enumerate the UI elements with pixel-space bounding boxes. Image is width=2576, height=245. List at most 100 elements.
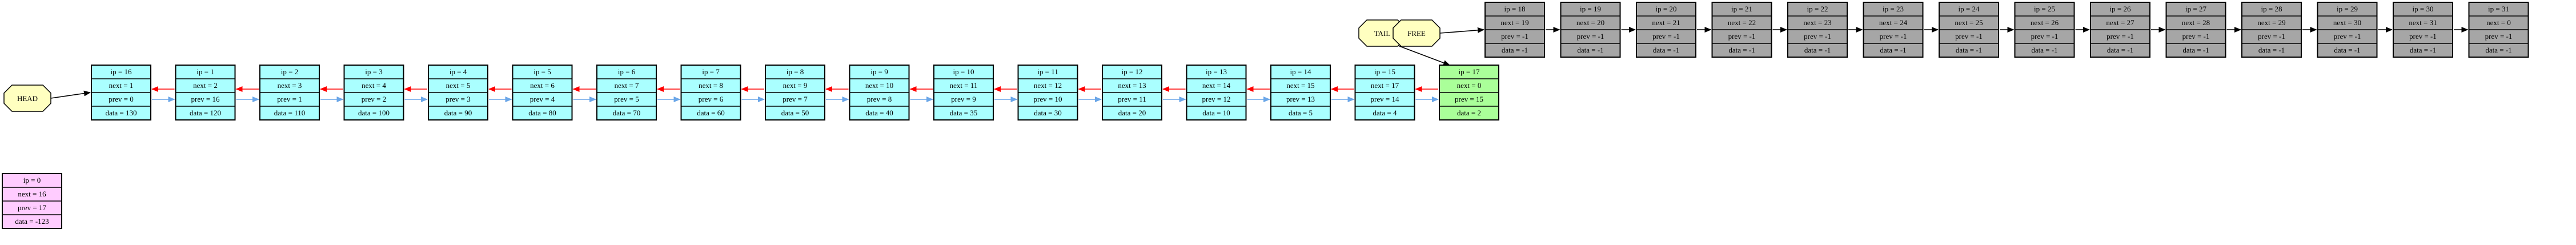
list-node-ip-field: ip = 2 — [281, 67, 298, 76]
free-node-ip-field: ip = 21 — [1731, 5, 1752, 13]
free-node-data-field: data = -1 — [1804, 46, 1831, 54]
list-node-prev-field: prev = 12 — [1202, 95, 1231, 103]
free-node-next-field: next = 19 — [1500, 18, 1528, 27]
list-node-next-field: next = 4 — [362, 81, 386, 90]
list-node-data-field: data = 110 — [274, 109, 306, 117]
list-node-prev-field: prev = 6 — [699, 95, 724, 103]
free-node-next-field: next = 0 — [2486, 18, 2511, 27]
edges-layer — [50, 27, 2469, 102]
free-node-data-field: data = -1 — [2334, 46, 2360, 54]
head-label: HEAD — [3, 85, 51, 112]
list-node-ip-field: ip = 12 — [1122, 67, 1143, 76]
free-node-ip-field: ip = 19 — [1580, 5, 1601, 13]
free-node-prev-field: prev = -1 — [2409, 32, 2437, 41]
free-node-next-field: next = 26 — [2031, 18, 2059, 27]
free-node-ip-field: ip = 26 — [2110, 5, 2131, 13]
free-node-ip-field: ip = 31 — [2488, 5, 2509, 13]
free-node-data-field: data = -1 — [1577, 46, 1603, 54]
free-node-prev-field: prev = -1 — [2031, 32, 2059, 41]
list-node-data-field: data = 100 — [358, 109, 390, 117]
list-node-next-field: next = 1 — [109, 81, 134, 90]
list-node-prev-field: prev = 0 — [109, 95, 133, 103]
tail-pointer-edge — [1393, 43, 1450, 66]
list-node-next-field: next = 14 — [1202, 81, 1231, 90]
list-node-prev-field: prev = 16 — [191, 95, 220, 103]
list-node-next-field: next = 2 — [193, 81, 218, 90]
free-node-data-field: data = -1 — [1502, 46, 1528, 54]
free-node-prev-field: prev = -1 — [1955, 32, 1983, 41]
free-node-next-field: next = 29 — [2257, 18, 2285, 27]
list-node-data-field: data = 120 — [190, 109, 221, 117]
free-node-prev-field: prev = -1 — [2334, 32, 2361, 41]
free-node: ip = 18 next = 19 prev = -1 data = -1 — [1484, 2, 1545, 58]
free-node-next-field: next = 20 — [1576, 18, 1604, 27]
list-node-prev-field: prev = 2 — [362, 95, 386, 103]
list-node-prev-field: prev = 13 — [1286, 95, 1315, 103]
free-node-data-field: data = -1 — [2258, 46, 2285, 54]
free-node-prev-field: prev = -1 — [1728, 32, 1756, 41]
free-node-ip-field: ip = 28 — [2261, 5, 2282, 13]
list-node-next-field: next = 12 — [1034, 81, 1062, 90]
list-node-ip-field: ip = 16 — [111, 67, 132, 76]
free-node-ip-field: ip = 18 — [1504, 5, 1526, 13]
free-node-data-field: data = -1 — [2031, 46, 2057, 54]
free-node-prev-field: prev = -1 — [1501, 32, 1528, 41]
list-node-ip-field: ip = 4 — [450, 67, 467, 76]
free-node-data-field: data = -1 — [2107, 46, 2133, 54]
list-node-data-field: data = 5 — [1289, 109, 1313, 117]
list-node-ip-field: ip = 8 — [787, 67, 804, 76]
free-node-data-field: data = -1 — [1653, 46, 1679, 54]
free-node-data-field: data = -1 — [1956, 46, 1982, 54]
free-node-next-field: next = 22 — [1728, 18, 1756, 27]
free-label-text: FREE — [1407, 29, 1426, 38]
free-node-ip-field: ip = 20 — [1656, 5, 1677, 13]
list-node-ip-field: ip = 1 — [196, 67, 214, 76]
list-node-ip-field: ip = 6 — [618, 67, 636, 76]
free-node-ip-field: ip = 27 — [2185, 5, 2206, 13]
head-label-shape — [3, 85, 51, 112]
free-node-prev-field: prev = -1 — [1880, 32, 1907, 41]
free-label: FREE — [1393, 19, 1441, 47]
list-node-data-field: data = 90 — [444, 109, 472, 117]
free-node-data-field: data = -1 — [2182, 46, 2209, 54]
free-pointer-edge — [1439, 27, 1484, 34]
list-node-prev-field: prev = 5 — [614, 95, 639, 103]
free-node-ip-field: ip = 25 — [2034, 5, 2055, 13]
tail-node-next-field: next = 0 — [1457, 81, 1482, 90]
list-node-next-field: next = 3 — [278, 81, 302, 90]
free-node-prev-field: prev = -1 — [2106, 32, 2134, 41]
list-node-prev-field: prev = 14 — [1371, 95, 1399, 103]
free-node-prev-field: prev = -1 — [2258, 32, 2285, 41]
list-node-next-field: next = 5 — [446, 81, 471, 90]
list-node-prev-field: prev = 10 — [1034, 95, 1062, 103]
free-node-next-field: next = 25 — [1955, 18, 1983, 27]
list-node-data-field: data = 35 — [950, 109, 977, 117]
free-node-prev-field: prev = -1 — [2485, 32, 2513, 41]
list-node-data-field: data = 80 — [528, 109, 556, 117]
guard-node-prev-field: prev = 17 — [18, 203, 46, 212]
free-node: ip = 25 next = 26 prev = -1 data = -1 — [2014, 2, 2075, 58]
free-node: ip = 28 next = 29 prev = -1 data = -1 — [2241, 2, 2302, 58]
tail-label-text: TAIL — [1374, 29, 1391, 38]
list-node-data-field: data = 30 — [1034, 109, 1061, 117]
list-node-prev-field: prev = 8 — [867, 95, 892, 103]
free-node-ip-field: ip = 29 — [2337, 5, 2358, 13]
free-label-shape — [1393, 19, 1441, 47]
free-node-ip-field: ip = 23 — [1883, 5, 1904, 13]
